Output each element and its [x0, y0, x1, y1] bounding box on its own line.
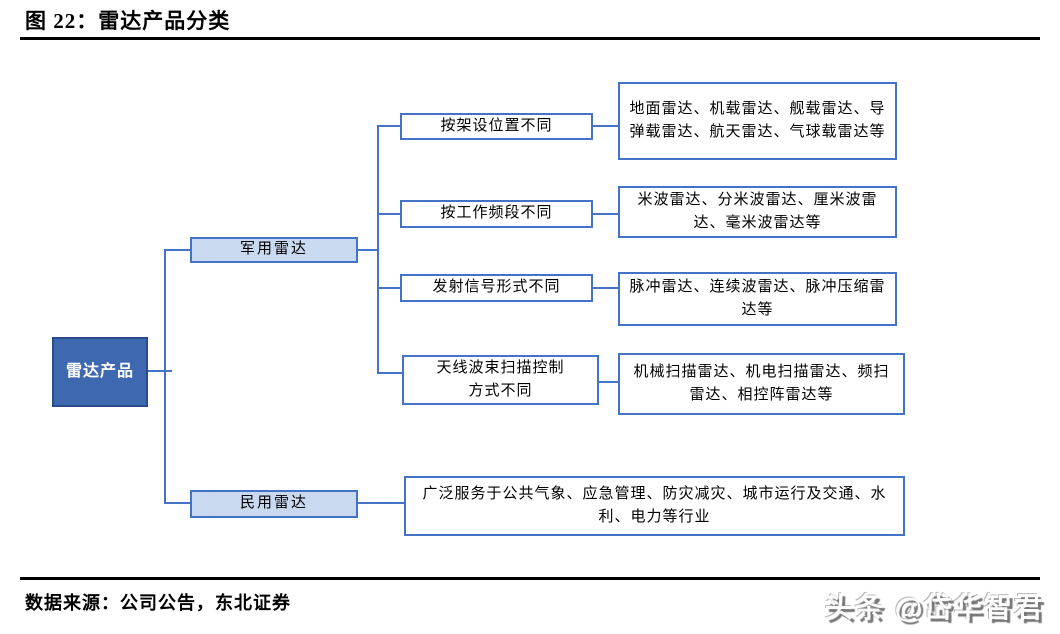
branch-node-civil-radar: 民用雷达 [190, 490, 358, 518]
leaf-node-scanning-types: 机械扫描雷达、机电扫描雷达、频扫雷达、相控阵雷达等 [618, 353, 905, 415]
branch-node-military-radar: 军用雷达 [190, 237, 358, 263]
category-node-mounting-position: 按架设位置不同 [400, 113, 593, 140]
connector-cat3-stub [378, 287, 400, 289]
leaf-node-civil-applications: 广泛服务于公共气象、应急管理、防灾减灾、城市运行及交通、水利、电力等行业 [404, 476, 905, 536]
toutiao-watermark: 头条 @岱华智君 [824, 592, 1044, 623]
category-node-signal-form: 发射信号形式不同 [400, 274, 593, 302]
connector-leaf1 [593, 125, 618, 127]
root-node-radar-products: 雷达产品 [52, 337, 148, 407]
connector-cat2-stub [378, 213, 400, 215]
leaf-node-frequency-types: 米波雷达、分米波雷达、厘米波雷达、毫米波雷达等 [618, 186, 897, 238]
connector-leaf3 [593, 287, 618, 289]
connector-level1-spine [164, 249, 166, 504]
connector-civil-out [358, 502, 404, 504]
leaf-node-mounting-types: 地面雷达、机载雷达、舰载雷达、导弹载雷达、航天雷达、气球载雷达等 [618, 82, 897, 160]
leaf-node-signal-types: 脉冲雷达、连续波雷达、脉冲压缩雷达等 [618, 272, 897, 326]
category-node-frequency-band: 按工作频段不同 [400, 200, 593, 228]
connector-root-horizontal [148, 370, 172, 372]
connector-leaf2 [593, 213, 618, 215]
figure-title: 图 22：雷达产品分类 [25, 9, 231, 33]
connector-leaf4 [599, 381, 618, 383]
category-node-beam-scanning: 天线波束扫描控制 方式不同 [402, 355, 599, 405]
data-source-note: 数据来源：公司公告，东北证券 [25, 593, 291, 613]
connector-cat4-stub [378, 372, 402, 374]
title-underline [20, 37, 1040, 40]
footer-rule [20, 577, 1040, 580]
connector-civil-stub [165, 502, 190, 504]
connector-military-out [358, 249, 378, 251]
connector-cat1-stub [378, 125, 400, 127]
connector-military-stub [165, 249, 190, 251]
connector-level2-spine [377, 125, 379, 374]
